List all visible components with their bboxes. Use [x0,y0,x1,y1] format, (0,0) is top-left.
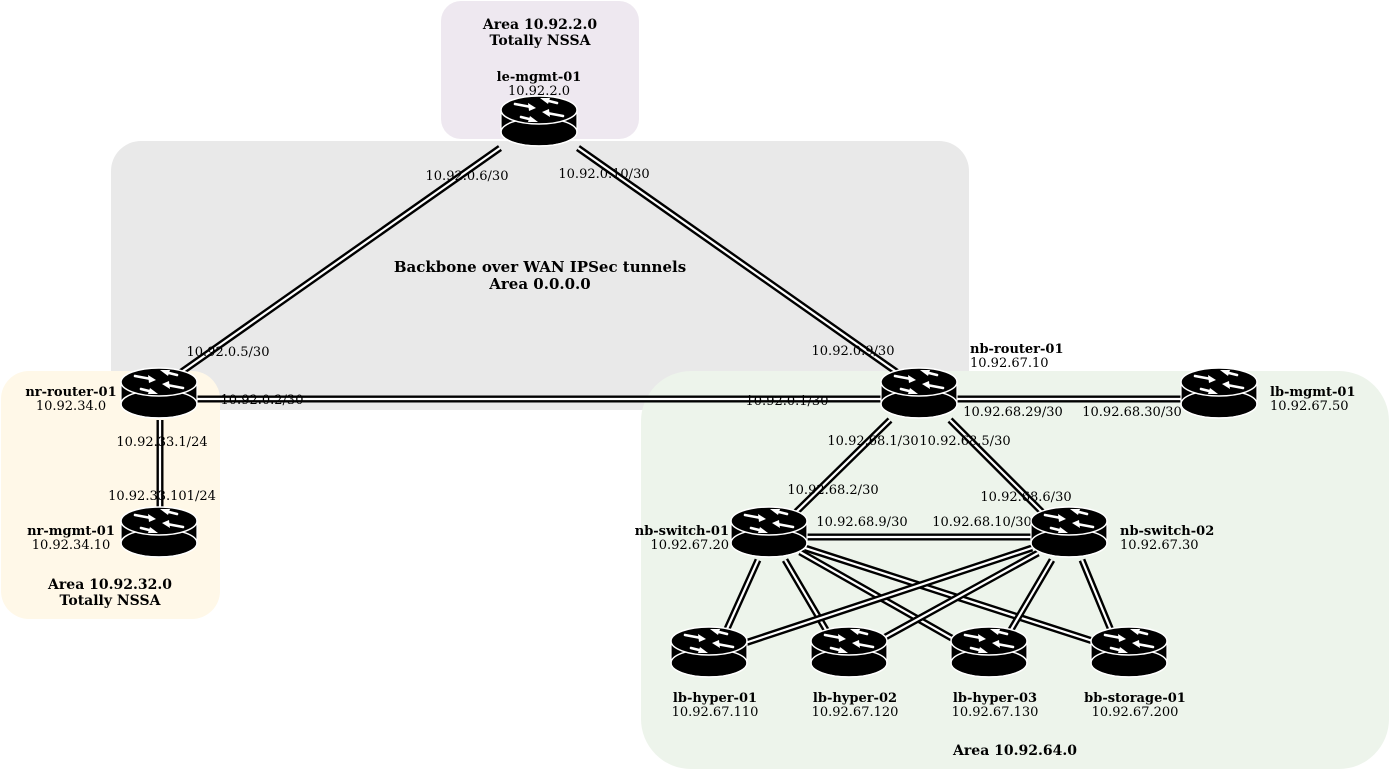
area-backbone-title: Backbone over WAN IPSec tunnels [394,258,686,276]
link-label: 10.92.0.10/30 [558,167,649,182]
router-icon[interactable] [119,366,199,420]
link-label: 10.92.0.6/30 [426,169,509,184]
link-sw2-hyper02 [878,549,1040,644]
link-le-nb [575,145,918,388]
link-label: 10.92.0.9/30 [812,344,895,359]
node-ip: 10.92.67.20 [650,538,729,553]
router-icon[interactable] [1089,625,1169,679]
link-label: 10.92.0.2/30 [221,393,304,408]
node-name: nb-switch-01 [635,524,729,539]
link-labels: 10.92.0.6/30 10.92.0.5/30 10.92.0.10/30 … [108,167,1182,530]
link-label: 10.92.68.29/30 [963,405,1063,420]
link-nb-sw1 [785,417,893,523]
node-ip: 10.92.67.110 [672,705,759,720]
link-label: 10.92.68.9/30 [816,515,907,530]
link-label: 10.92.68.2/30 [787,483,878,498]
link-label: 10.92.68.6/30 [980,490,1071,505]
area-nr-subtitle: Totally NSSA [60,593,162,609]
router-icon[interactable] [119,505,199,559]
link-le-nr [160,145,503,388]
link-sw1-hyper02 [781,558,836,642]
area-backbone-background [111,141,969,410]
node-ip: 10.92.67.50 [1270,399,1349,414]
node-labels: le-mgmt-01 10.92.2.0 nr-router-01 10.92.… [25,70,1355,720]
router-icon[interactable] [499,94,579,148]
link-sw1-hyper01 [718,558,762,642]
link-sw2-storage [1078,558,1119,642]
link-label: 10.92.0.5/30 [187,345,270,360]
area-nb-title: Area 10.92.64.0 [952,743,1077,759]
area-nr-title: Area 10.92.32.0 [47,577,172,593]
router-icon[interactable] [1029,505,1109,559]
node-ip: 10.92.34.0 [36,399,106,414]
link-nb-sw2 [947,417,1053,523]
node-ip: 10.92.34.10 [32,538,111,553]
link-label: 10.92.68.10/30 [932,515,1032,530]
node-name: nr-mgmt-01 [27,524,115,539]
node-ip: 10.92.67.10 [970,356,1049,371]
link-label: 10.92.33.1/24 [116,435,207,450]
node-name: nb-router-01 [970,342,1064,357]
link-label: 10.92.68.30/30 [1082,405,1182,420]
link-label: 10.92.68.5/30 [919,434,1010,449]
area-le-title: Area 10.92.2.0 [482,17,597,33]
area-backbone-subtitle: Area 0.0.0.0 [488,275,590,293]
node-name: lb-mgmt-01 [1270,385,1356,400]
node-name: nb-switch-02 [1120,524,1214,539]
router-icon[interactable] [949,625,1029,679]
router-icon[interactable] [879,366,959,420]
link-label: 10.92.33.101/24 [108,489,216,504]
node-ip: 10.92.67.30 [1120,538,1199,553]
node-name: lb-hyper-02 [813,691,897,706]
router-icon[interactable] [729,505,809,559]
router-icon[interactable] [669,625,749,679]
area-le-background [441,1,639,139]
link-label: 10.92.68.1/30 [827,434,918,449]
node-ip: 10.92.67.200 [1092,705,1179,720]
node-name: bb-storage-01 [1084,691,1186,706]
node-name: lb-hyper-01 [673,691,757,706]
link-sw2-hyper03 [1001,558,1056,642]
area-le-subtitle: Totally NSSA [490,33,592,49]
link-sw2-hyper01 [743,544,1034,647]
node-ip: 10.92.67.120 [812,705,899,720]
node-name: lb-hyper-03 [953,691,1037,706]
node-ip: 10.92.67.130 [952,705,1039,720]
node-name: nr-router-01 [25,385,116,400]
node-ip: 10.92.2.0 [508,84,570,99]
router-icon[interactable] [809,625,889,679]
node-name: le-mgmt-01 [497,70,582,85]
link-label: 10.92.0.1/30 [746,394,829,409]
router-icon[interactable] [1179,366,1259,420]
links [156,145,1185,649]
